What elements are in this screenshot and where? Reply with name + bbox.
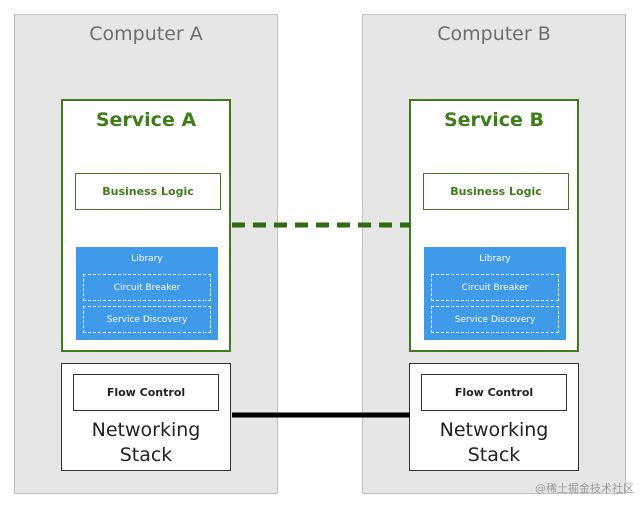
computer-a-networking-stack: Flow Control Networking Stack [61,363,231,471]
computer-a-panel: Computer A Service A Business Logic Libr… [14,14,278,494]
computer-b-flow-control: Flow Control [421,374,567,411]
computer-b-networking-label: Networking Stack [410,418,578,468]
service-a-title: Service A [95,109,197,131]
computer-b-networking-line2: Stack [467,444,521,466]
service-b-service-discovery: Service Discovery [431,306,559,333]
service-b-library-title: Library [479,254,511,264]
watermark: @稀土掘金技术社区 [535,482,634,495]
service-a-box: Service A Business Logic Library Circuit… [61,99,231,352]
service-a-circuit-breaker: Circuit Breaker [83,274,211,301]
computer-a-networking-line1: Networking [91,419,201,441]
service-a-service-discovery: Service Discovery [83,306,211,333]
computer-b-networking-stack: Flow Control Networking Stack [409,363,579,471]
computer-b-panel: Computer B Service B Business Logic Libr… [362,14,626,494]
computer-a-title: Computer A [89,23,203,45]
computer-a-flow-control: Flow Control [73,374,219,411]
computer-a-networking-line2: Stack [119,444,173,466]
service-b-library: Library Circuit Breaker Service Discover… [424,247,566,340]
service-a-library: Library Circuit Breaker Service Discover… [76,247,218,340]
service-a-business-logic: Business Logic [75,173,221,210]
service-b-title: Service B [443,109,545,131]
service-a-library-title: Library [131,254,163,264]
service-b-box: Service B Business Logic Library Circuit… [409,99,579,352]
computer-a-networking-label: Networking Stack [62,418,230,468]
service-b-business-logic: Business Logic [423,173,569,210]
computer-b-networking-line1: Networking [439,419,549,441]
computer-b-title: Computer B [437,23,551,45]
service-b-circuit-breaker: Circuit Breaker [431,274,559,301]
